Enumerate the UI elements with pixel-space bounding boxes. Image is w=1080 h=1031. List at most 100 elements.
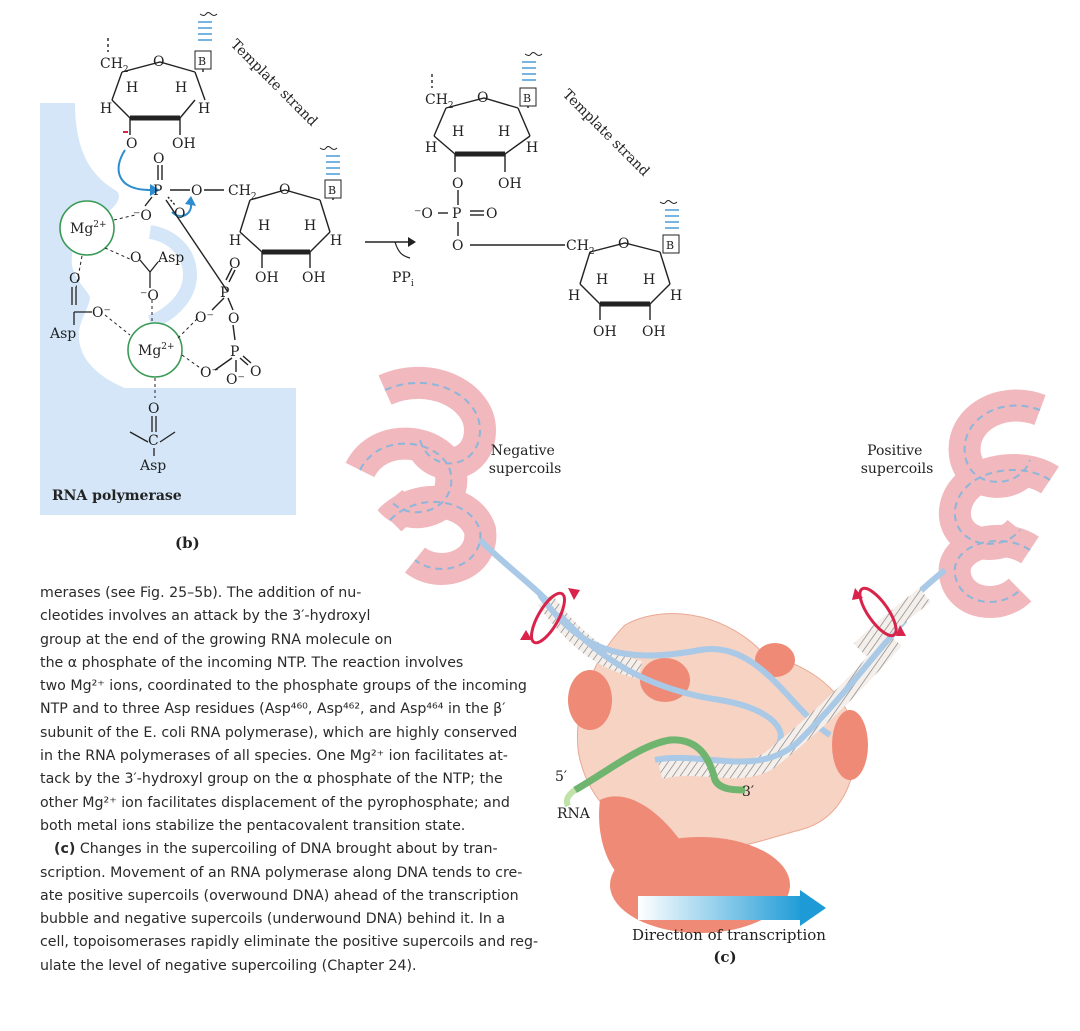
ch2-product-top: CH2 <box>425 92 454 111</box>
template-strand-product-top <box>522 52 543 81</box>
dna-duplex <box>537 587 931 779</box>
panel-c: 5′ 3′ RNA Negative supercoils Positive s… <box>345 366 1059 966</box>
base-product-bottom: B <box>666 239 674 252</box>
twist-marker-right <box>852 586 906 638</box>
attack-arrow <box>117 149 151 191</box>
o-3prime: O <box>126 136 137 152</box>
oh-label: OH <box>302 270 326 286</box>
h-label: H <box>670 288 682 304</box>
oh-label: OH <box>642 324 666 340</box>
asp-bond <box>129 431 149 443</box>
o-minus: O⁻ <box>200 365 219 381</box>
caption-line: the α phosphate of the incoming NTP. The… <box>40 654 464 671</box>
caption-line: merases (see Fig. 25–5b). The addition o… <box>40 585 362 601</box>
c-label: C <box>148 433 159 449</box>
ch2-product-bottom: CH2 <box>566 238 595 257</box>
caption-line: both metal ions stabilize the pentacoval… <box>40 817 466 834</box>
caption-line: other Mg²⁺ ion facilitates displacement … <box>40 794 510 811</box>
o-label: O <box>174 206 185 222</box>
rna-polymerase-shape <box>40 103 296 515</box>
caption-body-text: merases (see Fig. 25–5b). The addition o… <box>40 582 538 978</box>
direction-label: Direction of transcription <box>632 926 826 944</box>
h-label: H <box>175 80 187 96</box>
template-strand-ntp <box>319 146 340 175</box>
oh-label: OH <box>593 324 617 340</box>
base-ntp: B <box>328 184 336 197</box>
rna-label: RNA <box>557 806 591 822</box>
template-strand-label-product: Template strand <box>559 87 652 180</box>
o-label: O <box>250 364 261 380</box>
o-minus: ⁻O <box>133 208 152 224</box>
oh-label: OH <box>172 136 196 152</box>
polymerase-subunit <box>755 643 795 677</box>
enzyme-label: RNA polymerase <box>52 488 182 504</box>
oh-label: OH <box>255 270 279 286</box>
caption-line: ulate the level of negative supercoiling… <box>40 957 417 974</box>
mg-label-2: Mg2+ <box>138 342 175 359</box>
h-label: H <box>100 101 112 117</box>
caption-line: Changes in the supercoiling of DNA broug… <box>75 841 498 858</box>
o-label: O <box>130 250 141 266</box>
o-label: O <box>279 182 290 198</box>
h-label: H <box>198 101 210 117</box>
panel-b: RNA polymerase CH2 O B H H H H O OH <box>40 12 682 552</box>
oh-label: OH <box>498 176 522 192</box>
base-top: B <box>198 55 206 68</box>
h-label: H <box>596 272 608 288</box>
o-label: O <box>229 256 240 272</box>
o-label: O <box>228 311 239 327</box>
caption-line: tack by the 3′-hydroxyl group on the α p… <box>40 771 503 788</box>
o-label: O <box>153 151 164 167</box>
positive-supercoils <box>882 389 1059 632</box>
h-label: H <box>498 124 510 140</box>
o-minus: ⁻O <box>140 288 159 304</box>
coordination-bonds <box>75 214 204 398</box>
o-minus: O⁻ <box>195 310 214 326</box>
panel-b-label: (b) <box>175 534 200 552</box>
p-beta: P <box>220 285 229 301</box>
three-prime-label: 3′ <box>742 784 754 800</box>
o-label: O <box>191 183 202 199</box>
direction-arrow <box>638 890 826 926</box>
sugar-ring-top <box>107 38 206 135</box>
negative-supercoils-label: Negative supercoils <box>489 443 562 477</box>
five-prime-label: 5′ <box>555 769 567 785</box>
h-label: H <box>304 218 316 234</box>
base-box-ntp <box>324 179 342 199</box>
product-sugar-top <box>431 74 565 246</box>
panel-c-label: (c) <box>713 948 736 966</box>
asp-bond <box>159 431 176 443</box>
asp-bond <box>149 261 159 273</box>
caption-line: NTP and to three Asp residues (Asp⁴⁶⁰, A… <box>40 701 506 718</box>
polymerase-subunit <box>599 796 688 892</box>
h-label: H <box>258 218 270 234</box>
asp-label: Asp <box>49 326 76 342</box>
p-product: P <box>452 206 461 222</box>
caption-line: subunit of the E. coli RNA polymerase), … <box>40 724 518 741</box>
h-label: H <box>452 124 464 140</box>
h-label: H <box>425 140 437 156</box>
ch2-ntp: CH2 <box>228 183 257 202</box>
h-label: H <box>568 288 580 304</box>
twist-marker-left <box>520 588 580 645</box>
o-label: O <box>148 401 159 417</box>
rna-strand <box>573 736 746 794</box>
negative-supercoils <box>345 366 563 617</box>
base-box-product-top <box>519 87 537 107</box>
o-label: O <box>618 236 629 252</box>
base-product-top: B <box>523 92 531 105</box>
p-gamma: P <box>230 344 239 360</box>
template-strand-product-bottom <box>659 200 679 229</box>
o-label: O <box>69 271 80 287</box>
asp-bond <box>139 259 151 273</box>
mg-ion-1 <box>59 200 115 256</box>
o-minus: ⁻O <box>414 206 433 222</box>
o-minus: O⁻ <box>92 305 111 321</box>
o-label: O <box>452 176 463 192</box>
o-ring-top: O <box>153 54 164 70</box>
o-label: O <box>452 238 463 254</box>
caption-line: bubble and negative supercoils (underwou… <box>40 911 506 928</box>
o-minus: O⁻ <box>226 372 245 388</box>
caption-line: scription. Movement of an RNA polymerase… <box>40 864 523 881</box>
sugar-ring-ntp <box>239 188 334 268</box>
